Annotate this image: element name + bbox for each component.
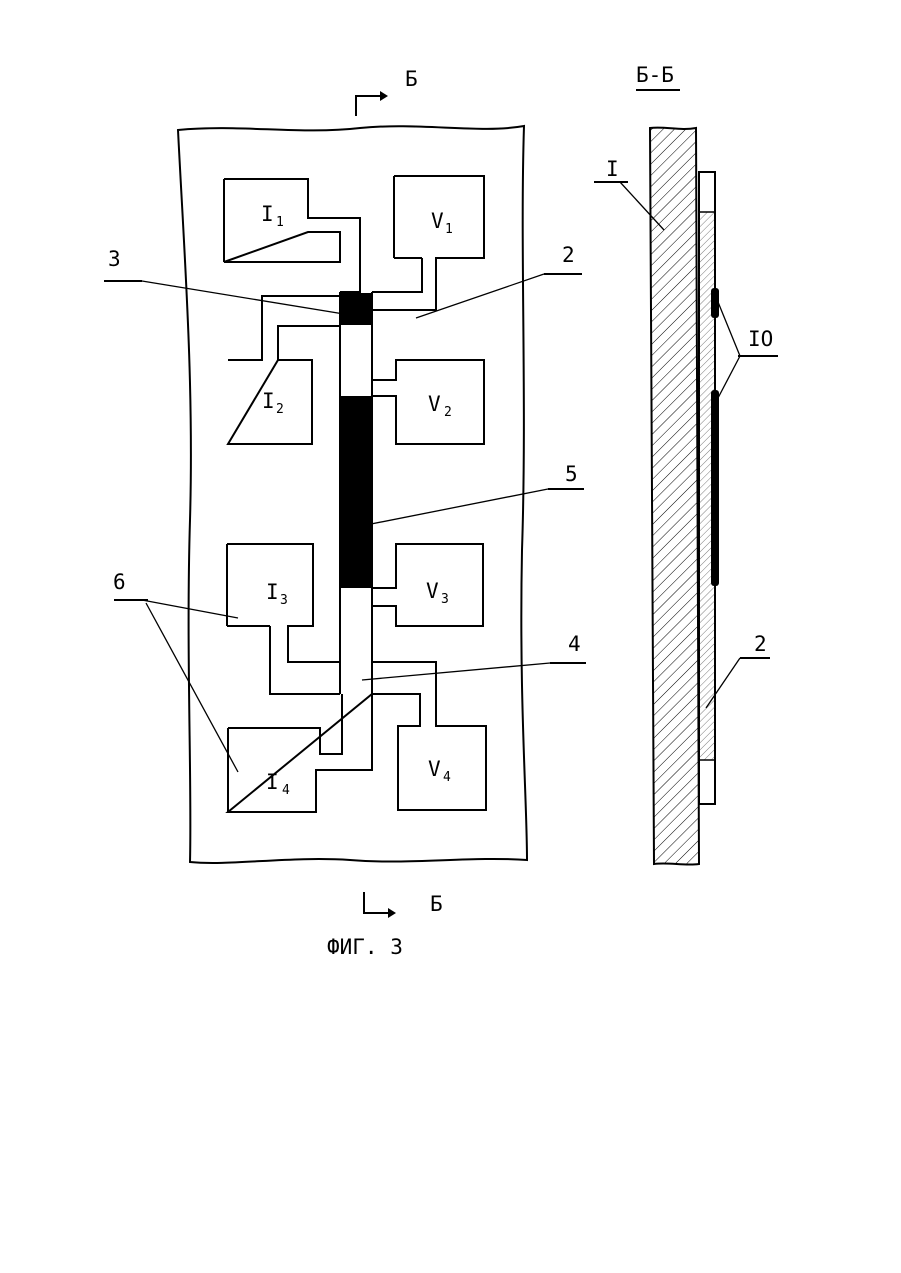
pad-v1: V 1 — [372, 176, 484, 310]
svg-text:4: 4 — [568, 632, 581, 656]
section-element-large — [711, 390, 719, 586]
section-title: Б-Б — [636, 63, 674, 87]
callout-5: 5 — [366, 462, 584, 525]
svg-text:2: 2 — [754, 632, 767, 656]
svg-text:I: I — [606, 157, 619, 181]
callout-4: 4 — [362, 632, 586, 680]
element-3-block — [341, 293, 371, 325]
pad-v4-sub: 4 — [443, 770, 451, 785]
element-5-block — [341, 396, 371, 588]
svg-text:6: 6 — [113, 570, 126, 594]
section-arrow-top — [356, 96, 380, 116]
pad-v1-label: V — [431, 209, 444, 233]
svg-text:5: 5 — [565, 462, 578, 486]
pad-v2: V 2 — [372, 326, 484, 444]
pad-v2-sub: 2 — [444, 405, 452, 420]
pad-i1-sub: 1 — [276, 215, 284, 230]
pad-v3-label: V — [426, 579, 439, 603]
pad-v4: V 4 — [372, 662, 486, 810]
svg-text:2: 2 — [562, 243, 575, 267]
pad-i4-sub: 4 — [282, 783, 290, 798]
pad-i2-sub: 2 — [276, 402, 284, 417]
section-arrow-bottom-head — [388, 908, 396, 918]
section-mark-top: Б — [405, 67, 418, 91]
callout-2: 2 — [416, 243, 582, 318]
pad-i1: I 1 — [224, 179, 360, 292]
pad-v1-sub: 1 — [445, 222, 453, 237]
pad-i3-label: I — [266, 580, 279, 604]
pad-v4-label: V — [428, 757, 441, 781]
section-view: Б-Б I IO 2 — [594, 63, 778, 865]
section-arrow-top-head — [380, 91, 388, 101]
callout-10: IO — [718, 302, 778, 398]
plan-view: Б Б I 1 V 1 I 2 V 2 — [104, 67, 586, 918]
pad-i2-label: I — [262, 389, 275, 413]
section-substrate — [650, 128, 699, 865]
callout-3: 3 — [104, 247, 350, 315]
section-arrow-bottom — [364, 892, 388, 913]
section-mark-bottom: Б — [430, 892, 443, 916]
svg-text:3: 3 — [108, 247, 121, 271]
pad-i3-sub: 3 — [280, 593, 288, 608]
pad-i2: I 2 — [228, 296, 340, 444]
pad-i4: I 4 — [228, 694, 372, 812]
pad-v2-label: V — [428, 392, 441, 416]
callout-6: 6 — [113, 570, 238, 772]
svg-text:IO: IO — [748, 327, 773, 351]
figure-caption: ФИГ. 3 — [327, 935, 403, 959]
pad-i1-label: I — [261, 202, 274, 226]
pad-i3: I 3 — [227, 544, 340, 694]
pad-v3-sub: 3 — [441, 592, 449, 607]
pad-i4-label: I — [266, 770, 279, 794]
pad-v3: V 3 — [372, 544, 483, 626]
